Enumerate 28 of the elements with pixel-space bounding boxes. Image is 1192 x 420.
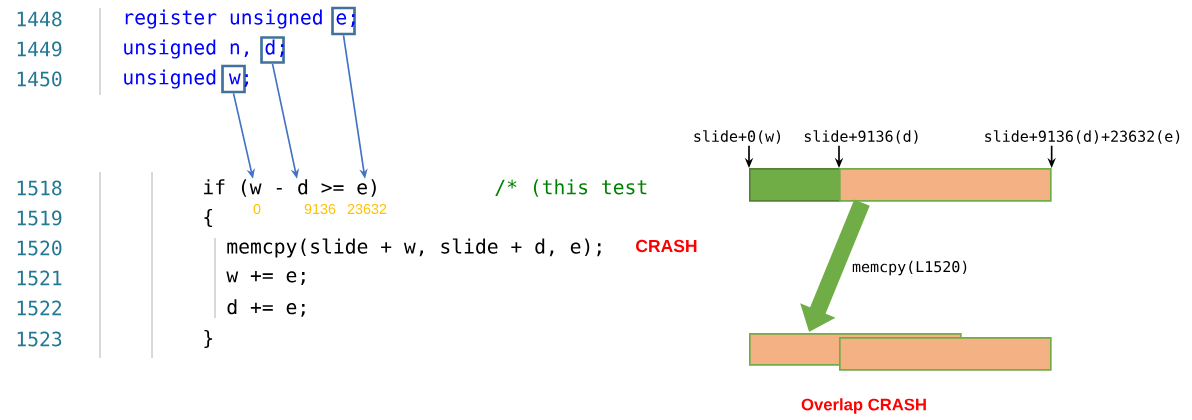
value-label: 0 <box>253 203 261 215</box>
pointer-label: slide+9136(d)+23632(e) <box>985 130 1180 144</box>
code-line: w += e; <box>226 271 305 285</box>
code-line: memcpy(slide + w, slide + d, e); <box>227 238 601 258</box>
value-label: 9136 <box>304 203 336 215</box>
code-line: d += e; <box>227 299 305 317</box>
code-comment: /* (this test <box>495 179 647 197</box>
code-line: if (w - d >= e) <box>204 179 376 197</box>
edge-label: memcpy(L1520) <box>850 259 972 277</box>
pointer-label: slide+0(w) <box>694 130 780 144</box>
line-number: 1522 <box>17 300 62 316</box>
memory-bar <box>839 337 1052 371</box>
line-number: 1519 <box>17 210 62 226</box>
line-number: 1448 <box>17 11 62 27</box>
pointer-label: slide+9136(d) <box>804 130 918 144</box>
value-label: 23632 <box>347 203 387 215</box>
line-number: 1523 <box>17 331 62 347</box>
memory-bar <box>749 168 841 202</box>
code-line: } <box>204 329 213 349</box>
line-number: 1449 <box>17 41 62 57</box>
crash-label: CRASH <box>636 239 697 253</box>
line-number: 1450 <box>17 71 62 87</box>
code-line: { <box>204 208 213 228</box>
line-number: 1520 <box>17 240 62 256</box>
line-number: 1518 <box>17 180 62 196</box>
crash-label: Overlap CRASH <box>801 398 926 414</box>
memory-bar <box>839 168 1052 202</box>
line-number: 1521 <box>17 270 62 286</box>
